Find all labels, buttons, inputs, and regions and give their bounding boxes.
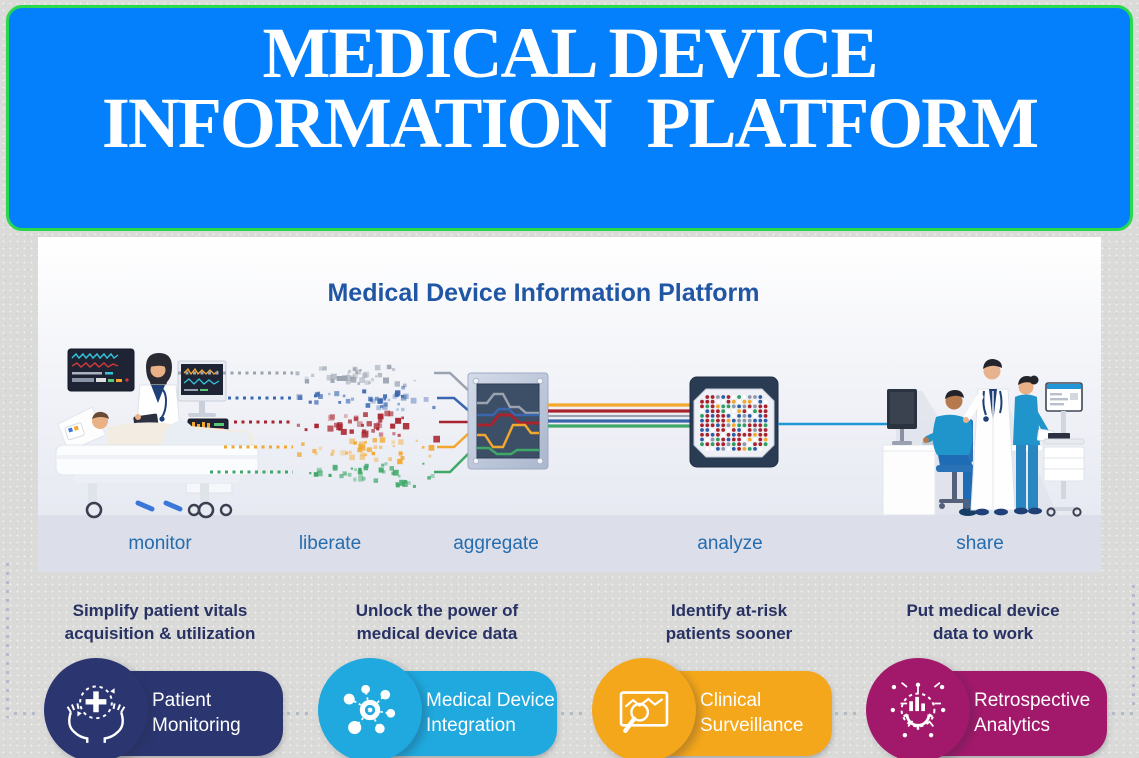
stage-label-monitor: monitor (128, 533, 192, 554)
standing-doctor-figure (963, 359, 1016, 516)
badge-label: Integration (426, 715, 516, 736)
dotted-line-decoration (1132, 585, 1135, 707)
badge-circle-clinical-surveillance (592, 658, 696, 758)
aggregate-panel-icon (467, 372, 549, 470)
analyze-chip-icon (689, 376, 779, 468)
sitting-clinician-figure (923, 390, 977, 516)
stage-label-analyze: analyze (697, 533, 763, 554)
badge-label: Patient (152, 690, 212, 711)
badge-circle-retrospective-analytics (866, 658, 970, 758)
stage-label-aggregate: aggregate (453, 533, 539, 554)
banner-title-line2: INFORMATION PLATFORM (101, 83, 1039, 163)
liberate-particle-cloud (295, 364, 440, 488)
description-line: Identify at-risk (670, 601, 788, 620)
hands-care-icon (66, 685, 126, 743)
badge-label: Medical Device (426, 690, 555, 711)
badge-circle-patient-monitoring (44, 658, 148, 758)
vital-signs-monitor-icon (67, 348, 135, 392)
stage-label-liberate: liberate (299, 533, 361, 554)
infographic-card: Medical Device Information Platform (38, 237, 1101, 572)
card-title: Medical Device Information Platform (327, 279, 760, 307)
badge-label: Surveillance (700, 715, 804, 736)
dotted-line-decoration (1112, 712, 1136, 715)
dotted-line-decoration (287, 712, 313, 715)
dotted-line-decoration (561, 712, 587, 715)
floor-band (38, 515, 1101, 572)
share-scene (882, 359, 1085, 517)
description-retrospective-analytics: Put medical device data to work (843, 599, 1123, 645)
description-line: data to work (932, 624, 1034, 643)
badge-circle-medical-device-integration (318, 658, 422, 758)
data-stream-dotted-lines (178, 371, 293, 474)
description-line: medical device data (356, 624, 518, 643)
badge-label: Retrospective (974, 690, 1091, 711)
badge-label: Analytics (974, 715, 1051, 736)
dotted-line-decoration (14, 712, 40, 715)
desktop-monitor-icon (887, 389, 917, 445)
description-line: patients sooner (665, 624, 793, 643)
device-network-icon (343, 684, 396, 735)
chart-magnifier-icon (619, 691, 669, 733)
banner-title-line1: MEDICAL DEVICE (262, 13, 878, 93)
analytics-gear-icon (890, 681, 946, 738)
patient-bed-icon (55, 406, 259, 519)
description-device-integration: Unlock the power of medical device data (297, 599, 577, 645)
dotted-line-decoration (835, 712, 861, 715)
stage-label-share: share (956, 533, 1004, 554)
description-patient-monitoring: Simplify patient vitals acquisition & ut… (20, 599, 300, 645)
converging-lines (434, 371, 470, 474)
dotted-line-decoration (6, 563, 9, 718)
bedside-monitor-icon (177, 360, 227, 417)
description-line: Unlock the power of (355, 601, 519, 620)
description-clinical-surveillance: Identify at-risk patients sooner (589, 599, 869, 645)
aggregated-ribbon (548, 403, 691, 428)
stage-labels: monitor liberate aggregate analyze share (128, 533, 1003, 554)
badge-label: Monitoring (152, 715, 241, 736)
workstation-cart-icon (1043, 382, 1085, 517)
description-line: acquisition & utilization (64, 624, 256, 643)
badge-label: Clinical (700, 690, 762, 711)
workflow-illustration: monitor liberate aggregate analyze share (38, 348, 1101, 572)
description-line: Simplify patient vitals (72, 601, 248, 620)
monitor-scene (55, 348, 293, 519)
title-banner: MEDICAL DEVICE INFORMATION PLATFORM (6, 5, 1133, 231)
chip-dot-grid (700, 395, 768, 451)
description-line: Put medical device (906, 601, 1060, 620)
